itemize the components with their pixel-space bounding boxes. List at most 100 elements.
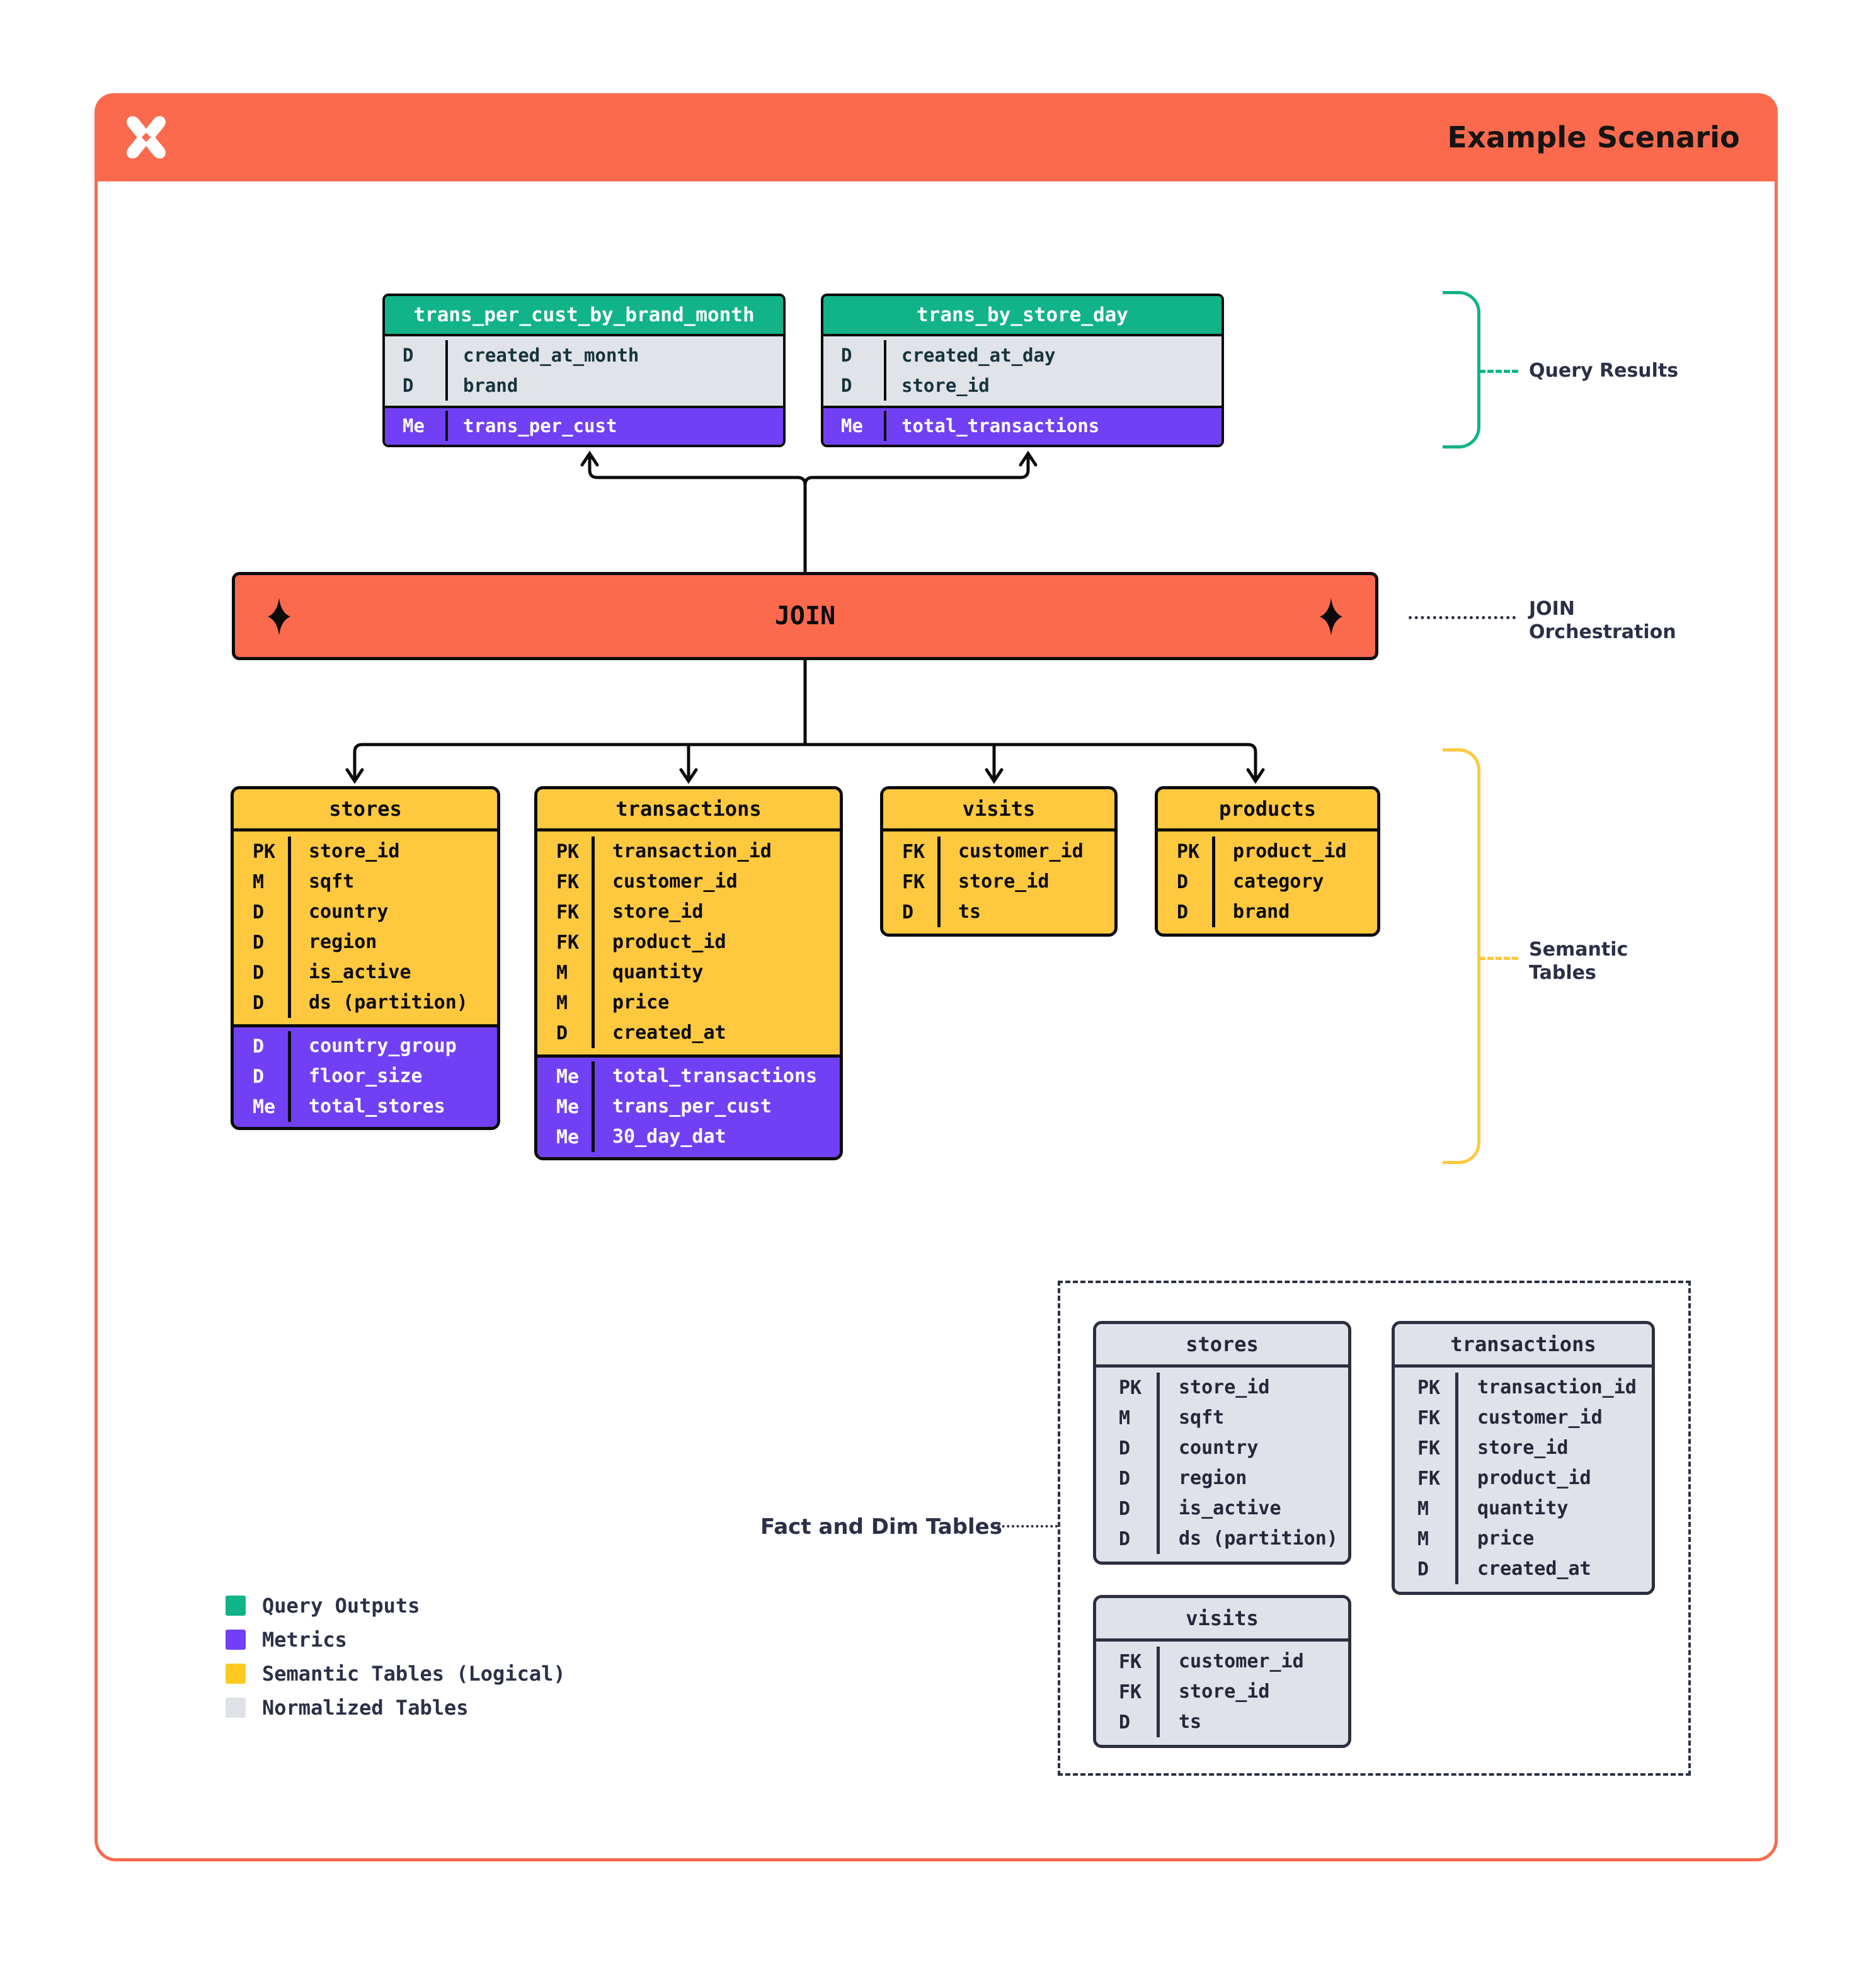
column-key: D: [841, 375, 852, 396]
column-row: D created_at_day: [823, 340, 1222, 370]
column-name: sqft: [288, 867, 497, 897]
column-row: D store_id: [823, 370, 1222, 401]
legend-swatch-query-outputs: [226, 1596, 246, 1616]
column-name: is_active: [288, 957, 497, 988]
column-name: trans_per_cust: [445, 411, 783, 441]
column-name: is_active: [1157, 1494, 1348, 1524]
sparkle-icon: [261, 598, 297, 636]
column-name: total_transactions: [592, 1061, 840, 1092]
column-key: D: [253, 901, 265, 923]
column-key: FK: [1119, 1650, 1142, 1673]
column-key: D: [556, 1022, 568, 1044]
column-name: product_id: [1212, 837, 1377, 867]
column-name: region: [288, 927, 497, 957]
column-name: store_id: [937, 867, 1114, 897]
column-name: product_id: [592, 927, 840, 957]
column-row: D created_at_month: [385, 340, 783, 370]
column-name: created_at_day: [884, 340, 1222, 370]
annotation-semantic-tables-line2: Tables: [1529, 961, 1596, 984]
query-results-leader-line: [1479, 370, 1518, 373]
column-key: FK: [556, 901, 580, 923]
table-title: stores: [234, 789, 497, 831]
sparkle-icon: [1313, 598, 1349, 636]
query-result-table-0[interactable]: trans_per_cust_by_brand_month D created_…: [382, 294, 786, 447]
column-name: country_group: [288, 1031, 497, 1061]
column-key: FK: [556, 931, 580, 954]
query-result-title: trans_by_store_day: [823, 296, 1222, 336]
column-key: FK: [1119, 1681, 1142, 1703]
column-key: D: [1177, 901, 1189, 923]
page-title: Example Scenario: [1447, 120, 1740, 154]
metric-rows: Me trans_per_cust: [385, 406, 783, 445]
column-name: customer_id: [592, 867, 840, 897]
fact-and-dim-tables-container: [1058, 1281, 1691, 1776]
column-name: product_id: [1455, 1463, 1652, 1494]
dimension-rows: D created_at_day D store_id: [823, 336, 1222, 406]
column-row: Me trans_per_cust: [385, 411, 783, 441]
x-mark-logo-icon: [121, 112, 171, 163]
column-name: floor_size: [288, 1061, 497, 1092]
column-key: PK: [253, 840, 276, 863]
table-title: visits: [1096, 1598, 1348, 1642]
column-key: M: [556, 991, 568, 1014]
column-key: D: [902, 901, 914, 923]
join-orchestration-bar[interactable]: JOIN: [232, 572, 1378, 660]
column-key: D: [841, 345, 852, 366]
column-row: D brand: [385, 370, 783, 401]
column-name: ds (partition): [1157, 1524, 1348, 1554]
column-row: FK product_id: [537, 927, 840, 957]
query-result-title: trans_per_cust_by_brand_month: [385, 296, 783, 336]
dimension-rows: D created_at_month D brand: [385, 336, 783, 406]
column-name: brand: [445, 370, 783, 401]
column-name: total_stores: [288, 1092, 497, 1122]
column-key: D: [253, 961, 265, 984]
column-key: D: [1119, 1467, 1131, 1490]
table-title: visits: [883, 789, 1114, 831]
column-key: D: [253, 1035, 265, 1058]
column-name: customer_id: [1157, 1647, 1348, 1677]
column-name: total_transactions: [884, 411, 1222, 441]
table-title: transactions: [1395, 1324, 1652, 1368]
legend-swatch-normalized-tables: [226, 1698, 246, 1718]
column-name: sqft: [1157, 1403, 1348, 1433]
column-key: D: [1119, 1497, 1131, 1520]
column-key: Me: [253, 1095, 276, 1118]
column-key: M: [253, 871, 265, 893]
column-name: region: [1157, 1463, 1348, 1494]
legend-item-semantic-tables: Semantic Tables (Logical): [226, 1657, 566, 1691]
metric-rows: Me total_transactions: [823, 406, 1222, 445]
semantic-tables-leader-line: [1479, 957, 1518, 960]
query-result-table-1[interactable]: trans_by_store_day D created_at_day D st…: [821, 294, 1224, 447]
legend: Query Outputs Metrics Semantic Tables (L…: [226, 1589, 566, 1725]
column-key: FK: [1417, 1407, 1441, 1429]
fact-and-dim-leader-line: [997, 1525, 1058, 1528]
